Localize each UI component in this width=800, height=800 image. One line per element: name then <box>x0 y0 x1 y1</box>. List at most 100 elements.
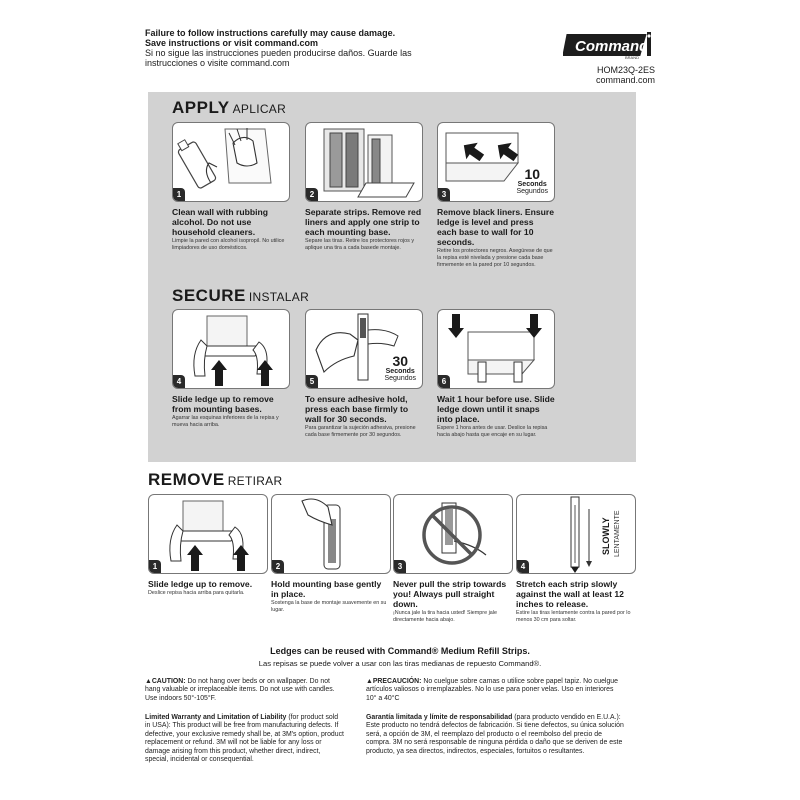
step-caption-es: Separe las tiras. Retire los protectores… <box>305 238 415 251</box>
website-text: command.com <box>595 75 655 85</box>
slide-ledge-up-illustration <box>193 315 273 386</box>
apply-subtitle: APLICAR <box>232 102 287 116</box>
brand-name: Command <box>575 38 649 55</box>
step-caption-en: Separate strips. Remove red liners and a… <box>305 207 422 237</box>
remove-step-2-illustration: 2 <box>271 494 391 574</box>
reuse-note-es: Las repisas se puede volver a usar con l… <box>258 659 542 668</box>
warning-es-line-2: instrucciones o visite command.com <box>145 58 290 68</box>
lentamente-label: LENTAMENTE <box>614 510 621 557</box>
hold-base-illustration <box>301 498 341 570</box>
step-caption-en: Clean wall with rubbing alcohol. Do not … <box>172 207 268 237</box>
step-number-badge: 3 <box>394 560 406 573</box>
remove-step-3-illustration: 3 <box>393 494 513 574</box>
apply-step-3-illustration: 10 Seconds Segundos 3 <box>437 122 555 202</box>
remove-step-4-illustration: SLOWLY LENTAMENTE 4 <box>516 494 636 574</box>
press-base-illustration <box>315 313 399 381</box>
step-caption-en: Slide ledge up to remove. <box>148 579 253 589</box>
step-number-badge: 5 <box>306 375 318 388</box>
secure-step-6: 6 Wait 1 hour before use. Slide ledge do… <box>437 309 555 439</box>
thirty-seconds-timer: 30 Seconds Segundos <box>384 354 416 382</box>
precaucion-body: No cuelgue sobre camas o utilice sobre p… <box>366 678 618 702</box>
slide-ledge-up-illustration <box>169 500 249 571</box>
warning-en-line-2: Save instructions or visit command.com <box>145 38 319 48</box>
brand-small-label: BRAND <box>625 55 639 60</box>
remove-subtitle: RETIRAR <box>227 474 283 488</box>
step-number-badge: 3 <box>438 188 450 201</box>
precaucion-block: ▲PRECAUCIÓN: No cuelgue sobre camas o ut… <box>366 678 624 703</box>
step-caption-en: Slide ledge up to remove from mounting b… <box>172 394 274 414</box>
ten-seconds-timer: 10 Seconds Segundos <box>516 167 548 195</box>
timer-label-es: Segundos <box>384 375 416 382</box>
step-number-badge: 1 <box>173 188 185 201</box>
secure-step-5-illustration: 30 Seconds Segundos 5 <box>305 309 423 389</box>
step-number-badge: 4 <box>517 560 529 573</box>
step-caption-es: Agarrar las esquinas inferiores de la re… <box>172 415 279 428</box>
apply-step-2: 2 Separate strips. Remove red liners and… <box>305 122 423 252</box>
garantia-body: (para producto vendido en E.U.A.): Este … <box>366 714 624 755</box>
caution-body: Do not hang over beds or on wallpaper. D… <box>145 678 335 702</box>
remove-title: REMOVE <box>148 470 225 489</box>
step-caption-en: Hold mounting base gently in place. <box>271 579 382 599</box>
step-caption-es: ¡Nunca jale la tira hacia usted! Siempre… <box>393 610 497 623</box>
secure-step-6-illustration: 6 <box>437 309 555 389</box>
secure-step-4-illustration: 4 <box>172 309 290 389</box>
step-caption-en: Remove black liners. Ensure ledge is lev… <box>437 207 555 247</box>
step-number-badge: 6 <box>438 375 450 388</box>
step-caption-en: Never pull the strip towards you! Always… <box>393 579 507 609</box>
caution-title: ▲CAUTION: <box>145 678 186 685</box>
secure-title: SECURE <box>172 286 246 305</box>
garantia-title: Garantía limitada y límite de responsabi… <box>366 714 513 721</box>
step-caption-es: Sostenga la base de montaje suavemente e… <box>271 600 387 613</box>
stretch-strip-illustration: SLOWLY LENTAMENTE <box>570 496 621 573</box>
remove-step-1: 1 Slide ledge up to remove. Deslice repi… <box>148 494 268 597</box>
step-caption-es: Espere 1 hora antes de usar. Deslice la … <box>437 425 548 438</box>
apply-step-1-illustration: 1 <box>172 122 290 202</box>
step-caption-es: Para garantizar la sujeción adhesiva, pr… <box>305 425 416 438</box>
step-number-badge: 1 <box>149 560 161 573</box>
secure-step-4: 4 Slide ledge up to remove from mounting… <box>172 309 290 429</box>
caution-block: ▲CAUTION: Do not hang over beds or on wa… <box>145 678 345 703</box>
precaucion-title: ▲PRECAUCIÓN: <box>366 678 422 685</box>
remove-step-1-illustration: 1 <box>148 494 268 574</box>
step-caption-en: Stretch each strip slowly against the wa… <box>516 579 624 609</box>
command-logo: Command BRAND <box>563 32 651 60</box>
ledge-down-illustration <box>448 314 542 383</box>
step-caption-es: Limpie la pared con alcohol isopropil. N… <box>172 238 285 251</box>
timer-label-es: Segundos <box>516 188 548 195</box>
warning-en-line-1: Failure to follow instructions carefully… <box>145 28 396 38</box>
timer-label-en: Seconds <box>385 368 415 375</box>
step-number-badge: 2 <box>306 188 318 201</box>
apply-step-1: 1 Clean wall with rubbing alcohol. Do no… <box>172 122 290 252</box>
remove-step-4: SLOWLY LENTAMENTE 4 Stretch each strip s… <box>516 494 636 624</box>
do-not-pull-illustration <box>422 502 487 565</box>
apply-step-3: 10 Seconds Segundos 3 Remove black liner… <box>437 122 555 269</box>
step-caption-es: Deslice repisa hacia arriba para quitarl… <box>148 590 245 596</box>
remove-step-3: 3 Never pull the strip towards you! Alwa… <box>393 494 513 624</box>
header: Failure to follow instructions carefully… <box>145 28 655 88</box>
warranty-title: Limited Warranty and Limitation of Liabi… <box>145 714 287 721</box>
apply-title: APPLY <box>172 98 230 117</box>
remove-step-2: 2 Hold mounting base gently in place. So… <box>271 494 391 614</box>
garantia-block: Garantía limitada y límite de responsabi… <box>366 714 624 756</box>
step-caption-es: Estire las tiras lentamente contra la pa… <box>516 610 631 623</box>
warranty-body: (for product sold in USA): This product … <box>145 714 344 764</box>
step-number-badge: 4 <box>173 375 185 388</box>
step-caption-en: To ensure adhesive hold, press each base… <box>305 394 409 424</box>
timer-number: 10 <box>524 166 541 182</box>
warranty-block: Limited Warranty and Limitation of Liabi… <box>145 714 345 764</box>
secure-subtitle: INSTALAR <box>248 290 310 304</box>
cleaning-hand-illustration <box>177 128 272 189</box>
step-number-badge: 2 <box>272 560 284 573</box>
secure-step-5: 30 Seconds Segundos 5 To ensure adhesive… <box>305 309 423 439</box>
reuse-note-en: Ledges can be reused with Command® Mediu… <box>270 646 530 656</box>
step-caption-en: Wait 1 hour before use. Slide ledge down… <box>437 394 555 424</box>
slowly-label: SLOWLY <box>601 517 611 555</box>
press-ledge-illustration <box>445 132 520 182</box>
apply-step-2-illustration: 2 <box>305 122 423 202</box>
separate-strips-illustration <box>323 128 415 198</box>
timer-label-en: Seconds <box>517 181 547 188</box>
